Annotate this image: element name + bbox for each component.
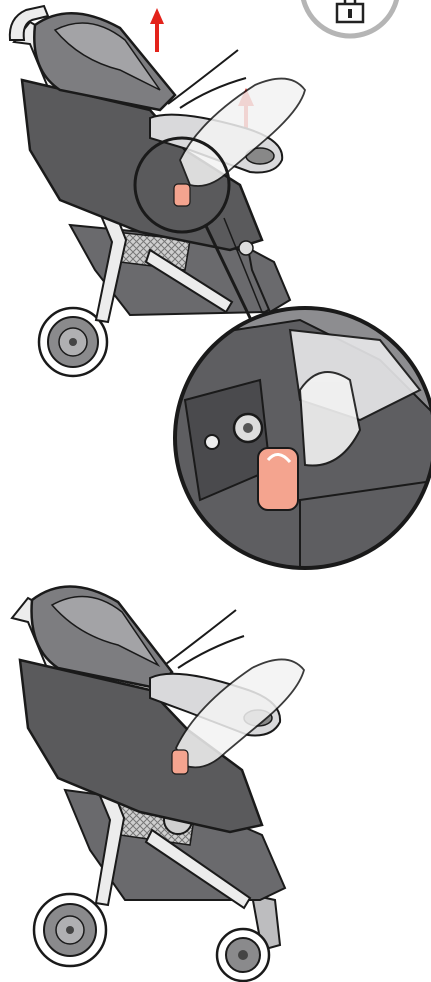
magnified-detail xyxy=(170,300,431,580)
stroller-bottom xyxy=(12,586,304,981)
release-button-bottom xyxy=(172,750,188,774)
top-panel xyxy=(10,0,431,580)
release-button-top xyxy=(174,184,190,206)
front-wheel-bottom xyxy=(217,895,280,981)
rear-wheel-bottom xyxy=(34,894,106,966)
bottom-panel xyxy=(12,586,304,981)
lift-arrow-left xyxy=(150,8,164,52)
release-button-detail xyxy=(258,448,298,510)
info-tag-icon xyxy=(302,0,398,36)
